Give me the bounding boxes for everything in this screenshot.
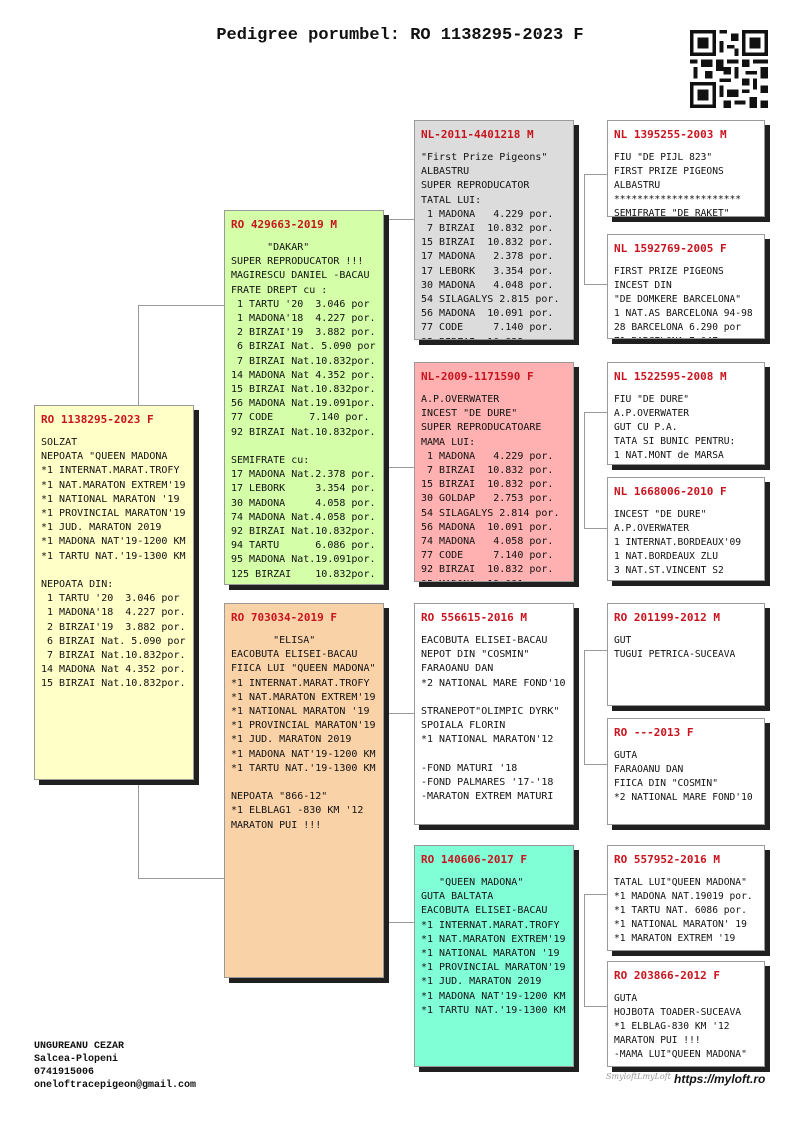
connector-line bbox=[584, 284, 608, 285]
dam-card: RO 703034-2019 F "ELISA" EACOBUTA ELISEI… bbox=[224, 603, 384, 978]
sss-card: NL 1395255-2003 M FIU "DE PIJL 823" FIRS… bbox=[607, 120, 765, 217]
connector-line bbox=[584, 174, 585, 284]
connector-line bbox=[388, 713, 414, 714]
dam-sire-card: RO 556615-2016 M EACOBUTA ELISEI-BACAU N… bbox=[414, 603, 574, 825]
connector-line bbox=[584, 412, 585, 528]
ring-number: RO 140606-2017 F bbox=[421, 853, 527, 866]
owner-city: Salcea-Plopeni bbox=[34, 1054, 119, 1065]
connector-line bbox=[388, 922, 414, 923]
connector-line bbox=[388, 467, 414, 468]
ring-number: NL 1395255-2003 M bbox=[614, 128, 727, 141]
connector-line bbox=[388, 219, 389, 467]
card-text: FIRST PRIZE PIGEONS INCEST DIN "DE DOMKE… bbox=[614, 266, 753, 338]
sire-sire-card: NL-2011-4401218 M "First Prize Pigeons" … bbox=[414, 120, 574, 340]
ring-number: RO 1138295-2023 F bbox=[41, 413, 154, 426]
connector-line bbox=[584, 1006, 608, 1007]
sire-dam-card: NL-2009-1171590 F A.P.OVERWATER INCEST "… bbox=[414, 362, 574, 582]
card-text: TATAL LUI"QUEEN MADONA" *1 MADONA NAT.19… bbox=[614, 877, 753, 944]
ring-number: RO 429663-2019 M bbox=[231, 218, 337, 231]
ring-number: NL-2009-1171590 F bbox=[421, 370, 534, 383]
sire-card: RO 429663-2019 M "DAKAR" SUPER REPRODUCA… bbox=[224, 210, 384, 585]
ring-number: NL 1522595-2008 M bbox=[614, 370, 727, 383]
connector-line bbox=[584, 764, 608, 765]
connector-line bbox=[138, 878, 224, 879]
sds-card: NL 1522595-2008 M FIU "DE DURE" A.P.OVER… bbox=[607, 362, 765, 465]
card-text: EACOBUTA ELISEI-BACAU NEPOT DIN "COSMIN"… bbox=[421, 635, 566, 803]
connector-line bbox=[584, 650, 585, 764]
page-title: Pedigree porumbel: RO 1138295-2023 F bbox=[216, 26, 584, 45]
card-text: INCEST "DE DURE" A.P.OVERWATER 1 INTERNA… bbox=[614, 509, 742, 580]
ring-number: RO 203866-2012 F bbox=[614, 969, 720, 982]
qr-code bbox=[690, 30, 768, 108]
ring-number: RO 201199-2012 M bbox=[614, 611, 720, 624]
dss-card: RO 201199-2012 M GUT TUGUI PETRICA-SUCEA… bbox=[607, 603, 765, 706]
ddd-card: RO 203866-2012 F GUTA HOJBOTA TOADER-SUC… bbox=[607, 961, 765, 1067]
card-text: "First Prize Pigeons" ALBASTRU SUPER REP… bbox=[421, 152, 560, 339]
card-text: FIU "DE PIJL 823" FIRST PRIZE PIGEONS AL… bbox=[614, 152, 742, 217]
ring-number: NL 1668006-2010 F bbox=[614, 485, 727, 498]
dds-card: RO 557952-2016 M TATAL LUI"QUEEN MADONA"… bbox=[607, 845, 765, 951]
connector-line bbox=[388, 219, 414, 220]
ssd-card: NL 1592769-2005 F FIRST PRIZE PIGEONS IN… bbox=[607, 234, 765, 339]
card-text: "ELISA" EACOBUTA ELISEI-BACAU FIICA LUI … bbox=[231, 635, 376, 831]
ring-number: RO 557952-2016 M bbox=[614, 853, 720, 866]
connector-line bbox=[388, 713, 389, 922]
connector-line bbox=[584, 412, 608, 413]
owner-info: UNGUREANU CEZAR Salcea-Plopeni 074191500… bbox=[34, 1040, 196, 1092]
connector-line bbox=[584, 650, 608, 651]
subject-card: RO 1138295-2023 F SOLZAT NEPOATA "QUEEN … bbox=[34, 405, 194, 780]
dam-dam-card: RO 140606-2017 F "QUEEN MADONA" GUTA BAL… bbox=[414, 845, 574, 1067]
card-text: GUT TUGUI PETRICA-SUCEAVA bbox=[614, 635, 736, 660]
card-text: "QUEEN MADONA" GUTA BALTATA EACOBUTA ELI… bbox=[421, 877, 566, 1016]
connector-line bbox=[584, 894, 585, 1006]
owner-email[interactable]: oneloftracepigeon@gmail.com bbox=[34, 1080, 197, 1091]
sdd-card: NL 1668006-2010 F INCEST "DE DURE" A.P.O… bbox=[607, 477, 765, 581]
connector-line bbox=[138, 305, 224, 306]
owner-phone: 0741915006 bbox=[34, 1067, 95, 1078]
card-text: "DAKAR" SUPER REPRODUCATOR !!! MAGIRESCU… bbox=[231, 242, 376, 580]
website-link[interactable]: https://myloft.ro bbox=[674, 1072, 766, 1086]
ring-number: NL-2011-4401218 M bbox=[421, 128, 534, 141]
card-text: GUTA FARAOANU DAN FIICA DIN "COSMIN" *2 … bbox=[614, 750, 753, 803]
dsd-card: RO ---2013 F GUTA FARAOANU DAN FIICA DIN… bbox=[607, 718, 765, 825]
ring-number: NL 1592769-2005 F bbox=[614, 242, 727, 255]
card-text: SOLZAT NEPOATA "QUEEN MADONA *1 INTERNAT… bbox=[41, 437, 186, 690]
connector-line bbox=[584, 894, 608, 895]
signature-mark: SmyloftLmyLoft bbox=[606, 1072, 671, 1081]
ring-number: RO ---2013 F bbox=[614, 726, 694, 739]
connector-line bbox=[584, 174, 608, 175]
ring-number: RO 556615-2016 M bbox=[421, 611, 527, 624]
owner-name: UNGUREANU CEZAR bbox=[34, 1041, 125, 1052]
card-text: FIU "DE DURE" A.P.OVERWATER GUT CU P.A. … bbox=[614, 394, 736, 461]
card-text: GUTA HOJBOTA TOADER-SUCEAVA *1 ELBLAG-83… bbox=[614, 993, 747, 1060]
connector-line bbox=[584, 528, 608, 529]
card-text: A.P.OVERWATER INCEST "DE DURE" SUPER REP… bbox=[421, 394, 560, 581]
ring-number: RO 703034-2019 F bbox=[231, 611, 337, 624]
